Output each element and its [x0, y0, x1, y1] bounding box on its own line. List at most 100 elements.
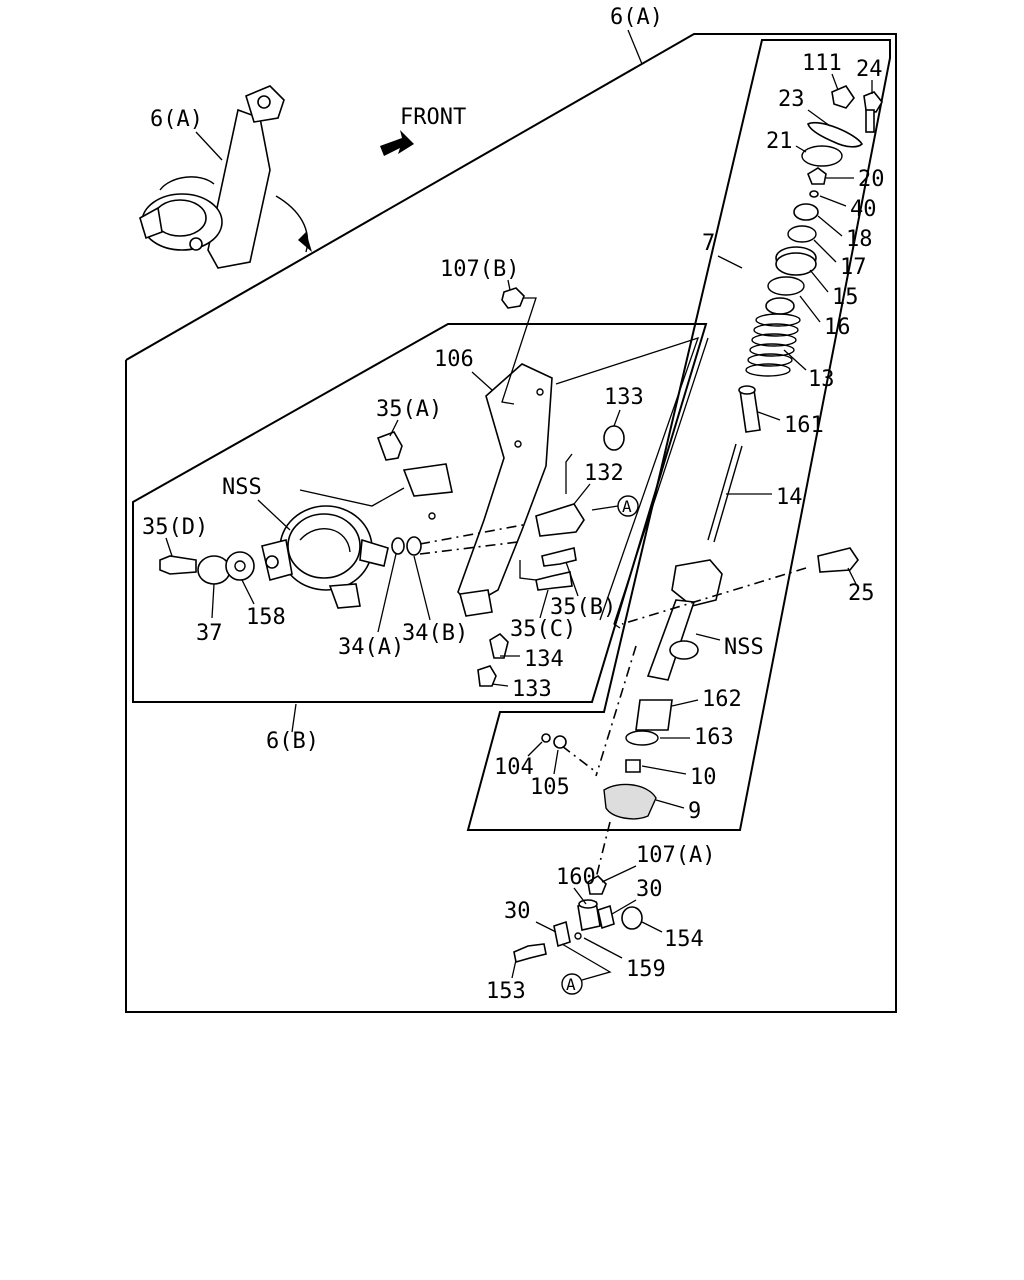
- cylinder-parts: [603, 385, 761, 820]
- bolt-35d: [159, 555, 197, 575]
- label-163: 163: [694, 725, 734, 750]
- leader-nss-left: [257, 499, 291, 531]
- circle-a-lower: [561, 973, 583, 995]
- leader-159: [583, 937, 623, 959]
- bolt-25: [817, 547, 859, 573]
- axis-lower: [595, 645, 637, 777]
- label-30-right: 30: [636, 877, 663, 902]
- gasket-158: [225, 551, 255, 581]
- label-133-bottom: 133: [512, 677, 552, 702]
- panel-6b-outline: [132, 323, 708, 703]
- label-34b: 34(B): [402, 621, 468, 646]
- leader-35d: [165, 537, 173, 557]
- leader-111: [831, 73, 839, 91]
- label-134: 134: [524, 647, 564, 672]
- label-162: 162: [702, 687, 742, 712]
- leader-40: [819, 195, 847, 207]
- label-35b: 35(B): [550, 595, 616, 620]
- bolt-134: [489, 632, 509, 659]
- label-9: 9: [688, 799, 701, 824]
- bracket-132: [535, 503, 585, 537]
- leader-34a: [377, 553, 397, 633]
- label-6b: 6(B): [266, 729, 319, 754]
- leader-153: [511, 959, 517, 979]
- leader-9: [655, 799, 685, 809]
- leader-nss-right: [695, 633, 721, 641]
- spring-13: [745, 313, 801, 377]
- throttle-body-nss: [261, 505, 389, 609]
- leader-23: [807, 109, 831, 127]
- nut-133-bottom: [477, 665, 497, 687]
- label-nss-right: NSS: [724, 635, 764, 660]
- leader-30-right: [611, 899, 637, 915]
- nut-107b: [501, 287, 525, 309]
- leader-107b: [507, 279, 511, 291]
- label-153: 153: [486, 979, 526, 1004]
- label-16: 16: [824, 315, 851, 340]
- label-10: 10: [690, 765, 717, 790]
- label-37: 37: [196, 621, 223, 646]
- leader-35b: [565, 561, 579, 597]
- bolt-35c: [535, 571, 573, 591]
- leader-30-left: [535, 921, 557, 933]
- leader-35c: [539, 589, 549, 619]
- axis-34-upper: [419, 523, 529, 545]
- label-35c: 35(C): [510, 617, 576, 642]
- leader-106: [471, 371, 493, 391]
- bushing-133-top: [603, 425, 625, 451]
- front-label: FRONT: [400, 105, 466, 130]
- label-35d: 35(D): [142, 515, 208, 540]
- front-arrow-icon: [380, 130, 414, 156]
- circle-a-lower-label: A: [566, 975, 576, 994]
- label-158: 158: [246, 605, 286, 630]
- leader-132: [573, 483, 591, 505]
- leader-6a-top: [627, 29, 643, 65]
- bracket-106: [402, 363, 553, 617]
- label-6a-top: 6(A): [610, 5, 663, 30]
- label-106: 106: [434, 347, 474, 372]
- part-105: [553, 735, 567, 749]
- leader-154: [641, 921, 663, 933]
- inset-assembly-illustration: [139, 85, 312, 269]
- label-23: 23: [778, 87, 805, 112]
- axis-bottom: [595, 821, 611, 879]
- label-40: 40: [850, 197, 877, 222]
- leader-15: [809, 269, 829, 293]
- leader-133-top: [613, 409, 621, 427]
- label-159: 159: [626, 957, 666, 982]
- leader-105: [553, 749, 559, 775]
- label-161: 161: [784, 413, 824, 438]
- leader-13: [783, 349, 807, 371]
- label-160: 160: [556, 865, 596, 890]
- washer-34b: [406, 536, 422, 556]
- bracket-outline-line: [555, 336, 700, 621]
- leader-circle-a-lower: [561, 943, 612, 981]
- leader-161: [757, 411, 781, 421]
- leader-34b: [413, 555, 431, 621]
- bracket-outline-line-2: [613, 337, 709, 629]
- leader-35c-bracket: [519, 560, 537, 581]
- label-18: 18: [846, 227, 873, 252]
- leader-35a: [389, 419, 399, 437]
- leader-18: [817, 215, 843, 237]
- label-30-left: 30: [504, 899, 531, 924]
- leader-104: [527, 741, 543, 757]
- leader-37: [211, 583, 215, 619]
- label-6a-inset: 6(A): [150, 107, 203, 132]
- leader-107a: [601, 865, 637, 883]
- leader-16: [799, 295, 821, 323]
- leader-7: [717, 255, 743, 269]
- label-133-top: 133: [604, 385, 644, 410]
- label-15: 15: [832, 285, 859, 310]
- leader-160: [573, 887, 587, 905]
- label-154: 154: [664, 927, 704, 952]
- bolt-35a: [376, 431, 403, 461]
- label-nss-left: NSS: [222, 475, 262, 500]
- label-17: 17: [840, 255, 867, 280]
- label-21: 21: [766, 129, 793, 154]
- plate-37: [197, 555, 231, 585]
- label-34a: 34(A): [338, 635, 404, 660]
- label-132: 132: [584, 461, 624, 486]
- leader-158: [241, 579, 255, 605]
